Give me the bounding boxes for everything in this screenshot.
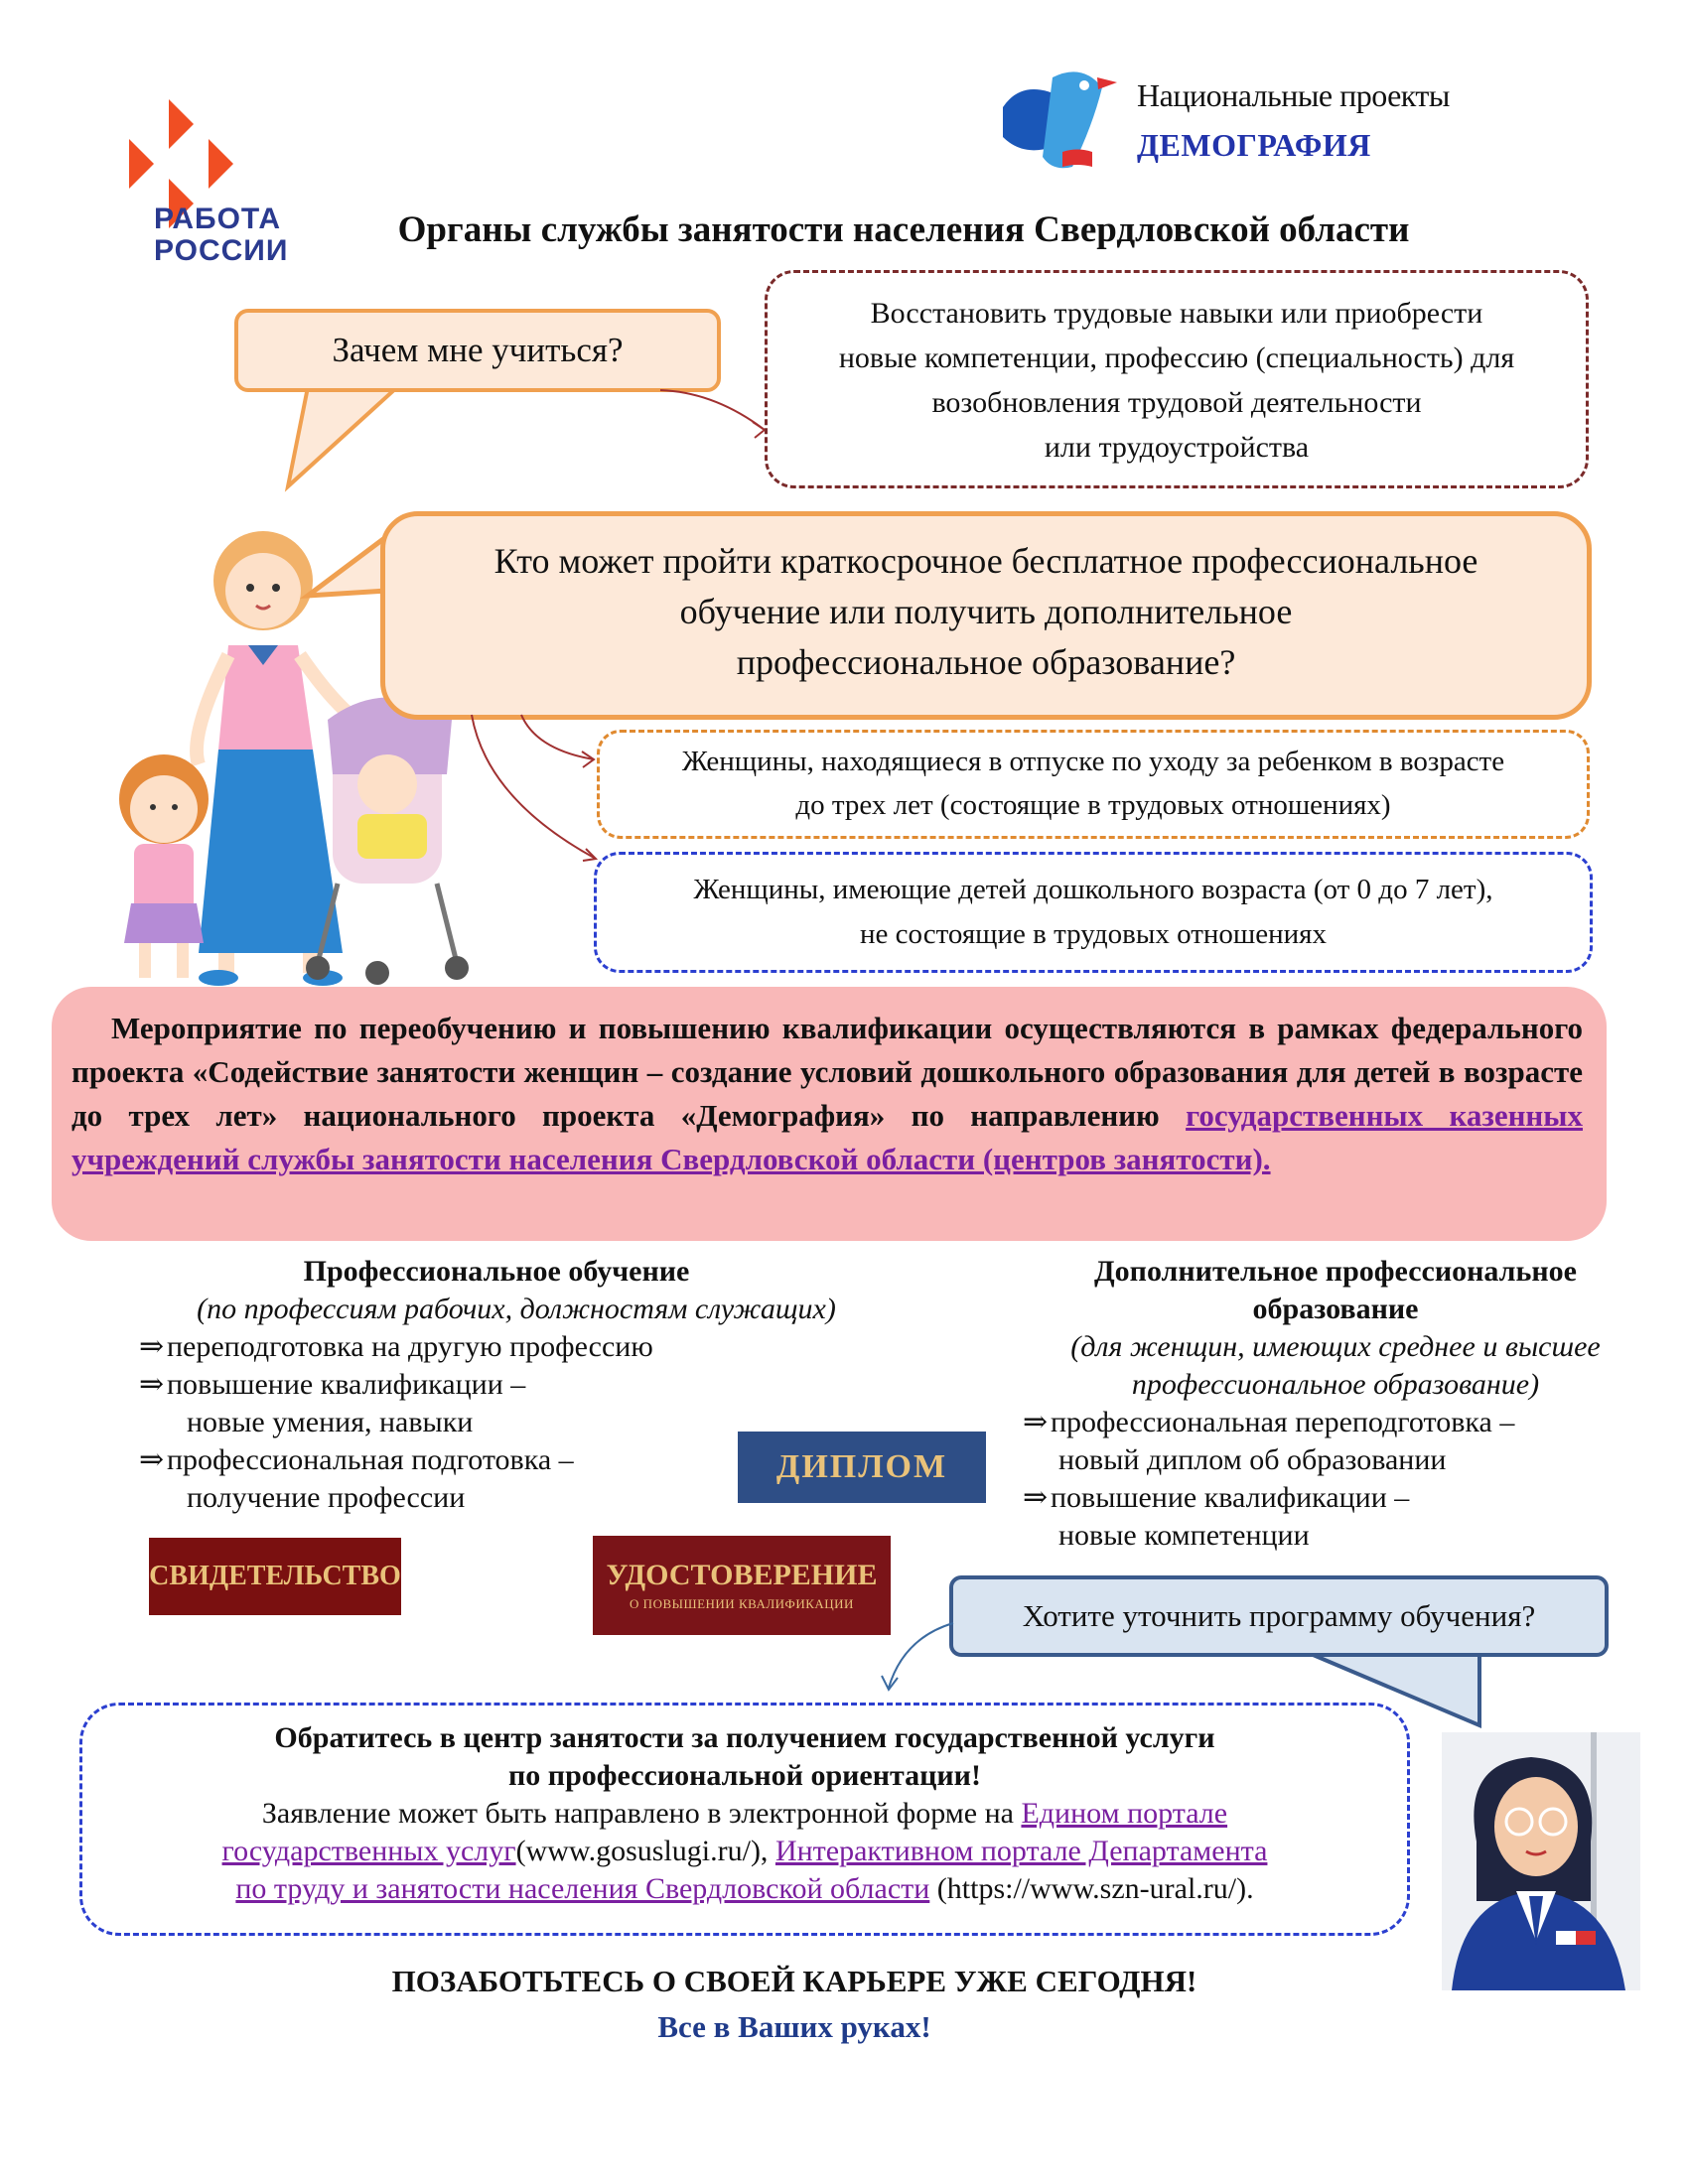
implies-arrow-icon: ⇒ bbox=[1023, 1406, 1049, 1438]
additional-education-subtitle: (для женщин, имеющих среднее и высшее пр… bbox=[1070, 1330, 1601, 1401]
additional-education-title: Дополнительное профессиональное образова… bbox=[1094, 1255, 1577, 1325]
implies-arrow-icon: ⇒ bbox=[139, 1330, 165, 1363]
question-clarify-program: Хотите уточнить программу обучения? bbox=[949, 1575, 1609, 1657]
qualification-certificate-badge: УДОСТОВЕРЕНИЕ О ПОВЫШЕНИИ КВАЛИФИКАЦИИ bbox=[593, 1536, 891, 1635]
answer-women-with-preschoolers: Женщины, имеющие детей дошкольного возра… bbox=[594, 852, 1593, 973]
implies-arrow-icon: ⇒ bbox=[1023, 1481, 1049, 1514]
bubble-tail-q2 bbox=[299, 531, 392, 600]
list-item: ⇒повышение квалификации – новые умения, … bbox=[139, 1368, 526, 1438]
program-info-block: Мероприятие по переобучению и повышению … bbox=[52, 987, 1607, 1241]
implies-arrow-icon: ⇒ bbox=[139, 1368, 165, 1401]
rabota-rossii-logo bbox=[129, 99, 233, 228]
szn-portal-link-part1[interactable]: Интерактивном портале Департамента bbox=[774, 1835, 1268, 1867]
national-projects-logo bbox=[1003, 71, 1117, 169]
contact-info-block: Обратитесь в центр занятости за получени… bbox=[79, 1703, 1410, 1936]
list-item: ⇒профессиональная подготовка – получение… bbox=[139, 1443, 574, 1514]
vocational-training-title: Профессиональное обучение bbox=[303, 1255, 690, 1288]
additional-education-column: Дополнительное профессиональное образова… bbox=[1023, 1253, 1648, 1555]
vocational-training-column: Профессиональное обучение (по профессиям… bbox=[139, 1253, 854, 1517]
question-who-can-study: Кто может пройти краткосрочное бесплатно… bbox=[380, 511, 1592, 720]
slogan-main: ПОЗАБОТЬТЕСЬ О СВОЕЙ КАРЬЕРЕ УЖЕ СЕГОДНЯ… bbox=[391, 1964, 1197, 1998]
diploma-badge: ДИПЛОМ bbox=[738, 1432, 986, 1503]
arrow-connector-1 bbox=[659, 389, 767, 439]
consultant-illustration bbox=[1442, 1732, 1640, 1990]
employment-centers-link[interactable]: государственных казенных учреждений служ… bbox=[71, 1098, 1583, 1176]
answer-women-on-leave: Женщины, находящиеся в отпуске по уходу … bbox=[597, 730, 1590, 839]
bubble-tail-q1 bbox=[284, 387, 400, 492]
szn-portal-link-part2[interactable]: по труду и занятости населения Свердловс… bbox=[235, 1872, 930, 1905]
list-item: ⇒переподготовка на другую профессию bbox=[139, 1328, 854, 1366]
gosuslugi-link-part1[interactable]: Едином портале bbox=[1021, 1797, 1228, 1830]
answer-why-study: Восстановить трудовые навыки или приобре… bbox=[765, 270, 1589, 488]
list-item: ⇒повышение квалификации – новые компетен… bbox=[1023, 1481, 1410, 1552]
vocational-training-subtitle: (по профессиям рабочих, должностям служа… bbox=[197, 1293, 836, 1325]
implies-arrow-icon: ⇒ bbox=[139, 1443, 165, 1476]
demografiya-label: ДЕМОГРАФИЯ bbox=[1137, 127, 1371, 163]
arrow-connector-3 bbox=[881, 1622, 954, 1692]
question-why-study: Зачем мне учиться? bbox=[234, 309, 721, 392]
national-projects-label: Национальные проекты bbox=[1137, 77, 1450, 113]
arrow-connector-2 bbox=[471, 714, 599, 862]
certificate-badge: СВИДЕТЕЛЬСТВО bbox=[149, 1538, 401, 1615]
list-item: ⇒профессиональная переподготовка – новый… bbox=[1023, 1406, 1515, 1476]
page-title: Органы службы занятости населения Свердл… bbox=[397, 209, 1410, 250]
slogan-sub: Все в Ваших руках! bbox=[657, 2009, 931, 2044]
gosuslugi-link-part2[interactable]: государственных услуг bbox=[221, 1835, 516, 1867]
rabota-rossii-wordmark: РАБОТА РОССИИ bbox=[154, 203, 289, 267]
